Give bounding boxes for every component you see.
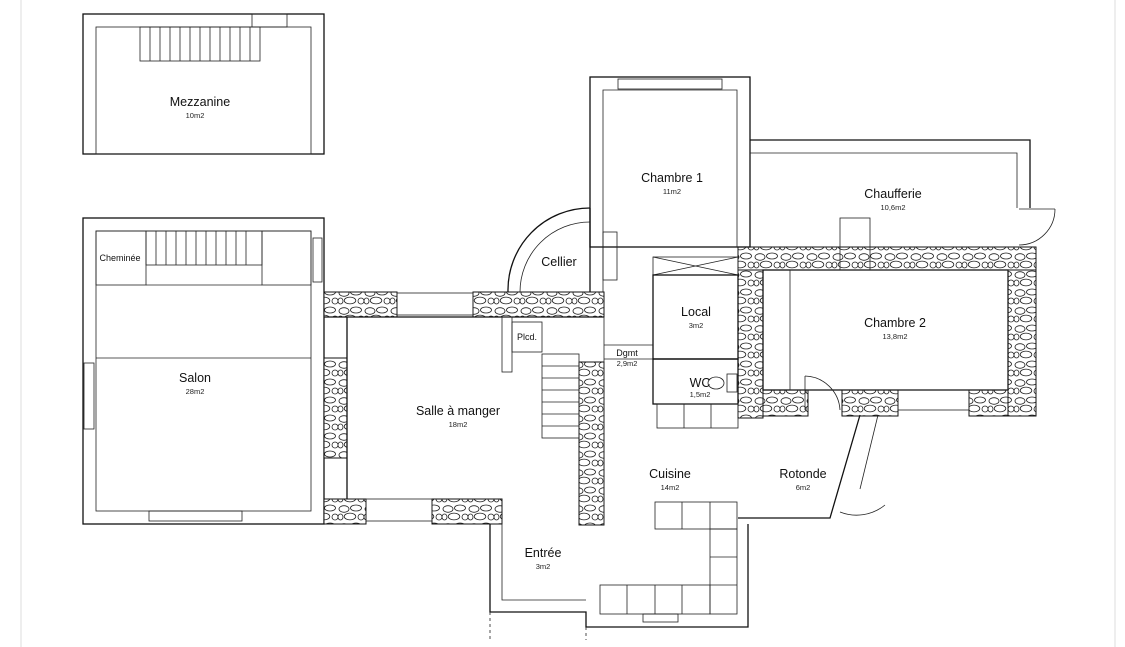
salon-staircase — [145, 230, 263, 266]
stone-walls — [323, 246, 1037, 526]
room-name-local: Local — [681, 305, 711, 319]
salon-window-left — [83, 362, 95, 430]
room-area-wc: 1,5m2 — [690, 390, 711, 399]
room-area-rotonde: 6m2 — [796, 483, 811, 492]
room-name-entree: Entrée — [525, 546, 562, 560]
room-area-entree: 3m2 — [536, 562, 551, 571]
local-block — [652, 256, 739, 429]
room-area-cuisine: 14m2 — [661, 483, 680, 492]
room-name-chaufferie: Chaufferie — [864, 187, 921, 201]
room-area-chaufferie: 10,6m2 — [880, 203, 905, 212]
room-name-chambre1: Chambre 1 — [641, 171, 703, 185]
dining-block — [324, 316, 749, 640]
room-area-salle-a-manger: 18m2 — [449, 420, 468, 429]
room-name-placard: Plcd. — [517, 332, 537, 342]
salon-window-bottom — [148, 510, 243, 522]
room-name-wc: WC — [690, 376, 711, 390]
room-area-degagement: 2,9m2 — [617, 359, 638, 368]
room-area-chambre1: 11m2 — [663, 187, 681, 196]
room-name-cuisine: Cuisine — [649, 467, 691, 481]
cellier-block — [507, 207, 591, 293]
toilet-icon — [707, 376, 725, 390]
room-area-local: 3m2 — [689, 321, 704, 330]
room-name-salon: Salon — [179, 371, 211, 385]
mezzanine-block — [82, 13, 325, 155]
room-area-salon: 28m2 — [186, 387, 205, 396]
cuisine-block — [599, 317, 886, 623]
room-name-salle-a-manger: Salle à manger — [416, 404, 500, 418]
chambre1-block — [589, 76, 751, 292]
room-name-degagement: Dgmt — [616, 348, 638, 358]
room-area-mezzanine: 10m2 — [186, 111, 205, 120]
room-name-cheminee: Cheminée — [99, 253, 140, 263]
dining-staircase — [541, 353, 580, 439]
salon-window-right — [312, 237, 323, 283]
room-name-cellier: Cellier — [541, 255, 576, 269]
chambre2-block — [762, 269, 1009, 411]
room-name-rotonde: Rotonde — [779, 467, 826, 481]
mezzanine-staircase — [139, 26, 261, 62]
room-name-chambre2: Chambre 2 — [864, 316, 926, 330]
room-area-chambre2: 13,8m2 — [882, 332, 907, 341]
room-name-mezzanine: Mezzanine — [170, 95, 230, 109]
